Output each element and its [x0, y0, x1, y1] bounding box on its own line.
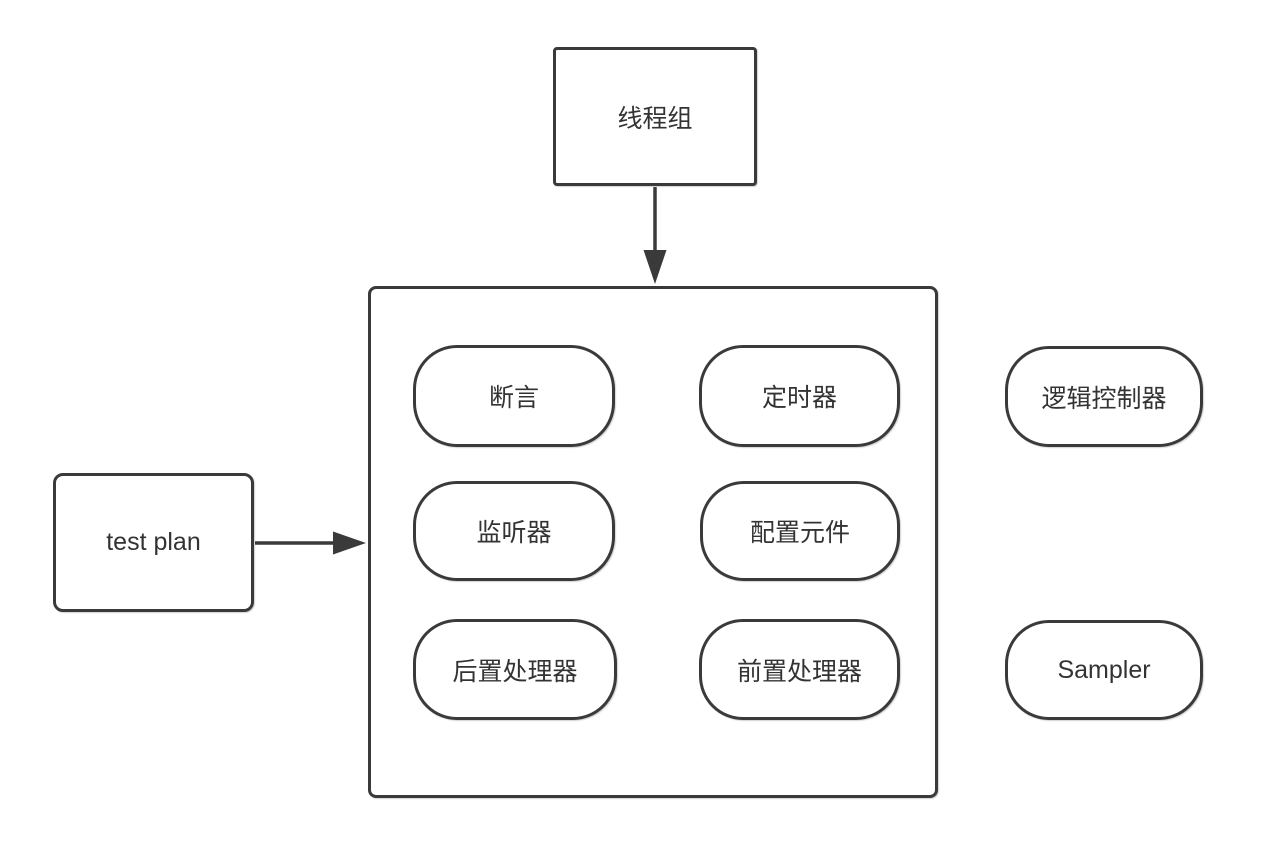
- node-pre-processor-label: 前置处理器: [736, 657, 862, 686]
- node-sampler: Sampler: [1005, 620, 1203, 720]
- node-timer-label: 定时器: [761, 384, 837, 412]
- thread-group-box: 线程组: [553, 47, 757, 186]
- edge-testplan-to-container: [255, 531, 366, 555]
- node-pre-processor: 前置处理器: [699, 619, 900, 720]
- node-timer: 定时器: [699, 345, 900, 447]
- node-listener: 监听器: [413, 481, 615, 581]
- node-config-element: 配置元件: [700, 481, 900, 581]
- node-post-processor-label: 后置处理器: [452, 657, 578, 686]
- node-assertion-label: 断言: [488, 384, 539, 412]
- node-sampler-label: Sampler: [1057, 655, 1151, 684]
- test-plan-label: test plan: [106, 528, 201, 556]
- node-assertion: 断言: [413, 345, 615, 447]
- node-config-element-label: 配置元件: [749, 519, 850, 547]
- node-logic-controller-label: 逻辑控制器: [1041, 384, 1167, 413]
- node-logic-controller: 逻辑控制器: [1005, 346, 1203, 447]
- test-plan-box: test plan: [53, 473, 254, 612]
- edge-threadgroup-to-container: [643, 187, 667, 284]
- node-post-processor: 后置处理器: [413, 619, 617, 720]
- thread-group-label: 线程组: [617, 104, 693, 133]
- node-listener-label: 监听器: [476, 519, 552, 547]
